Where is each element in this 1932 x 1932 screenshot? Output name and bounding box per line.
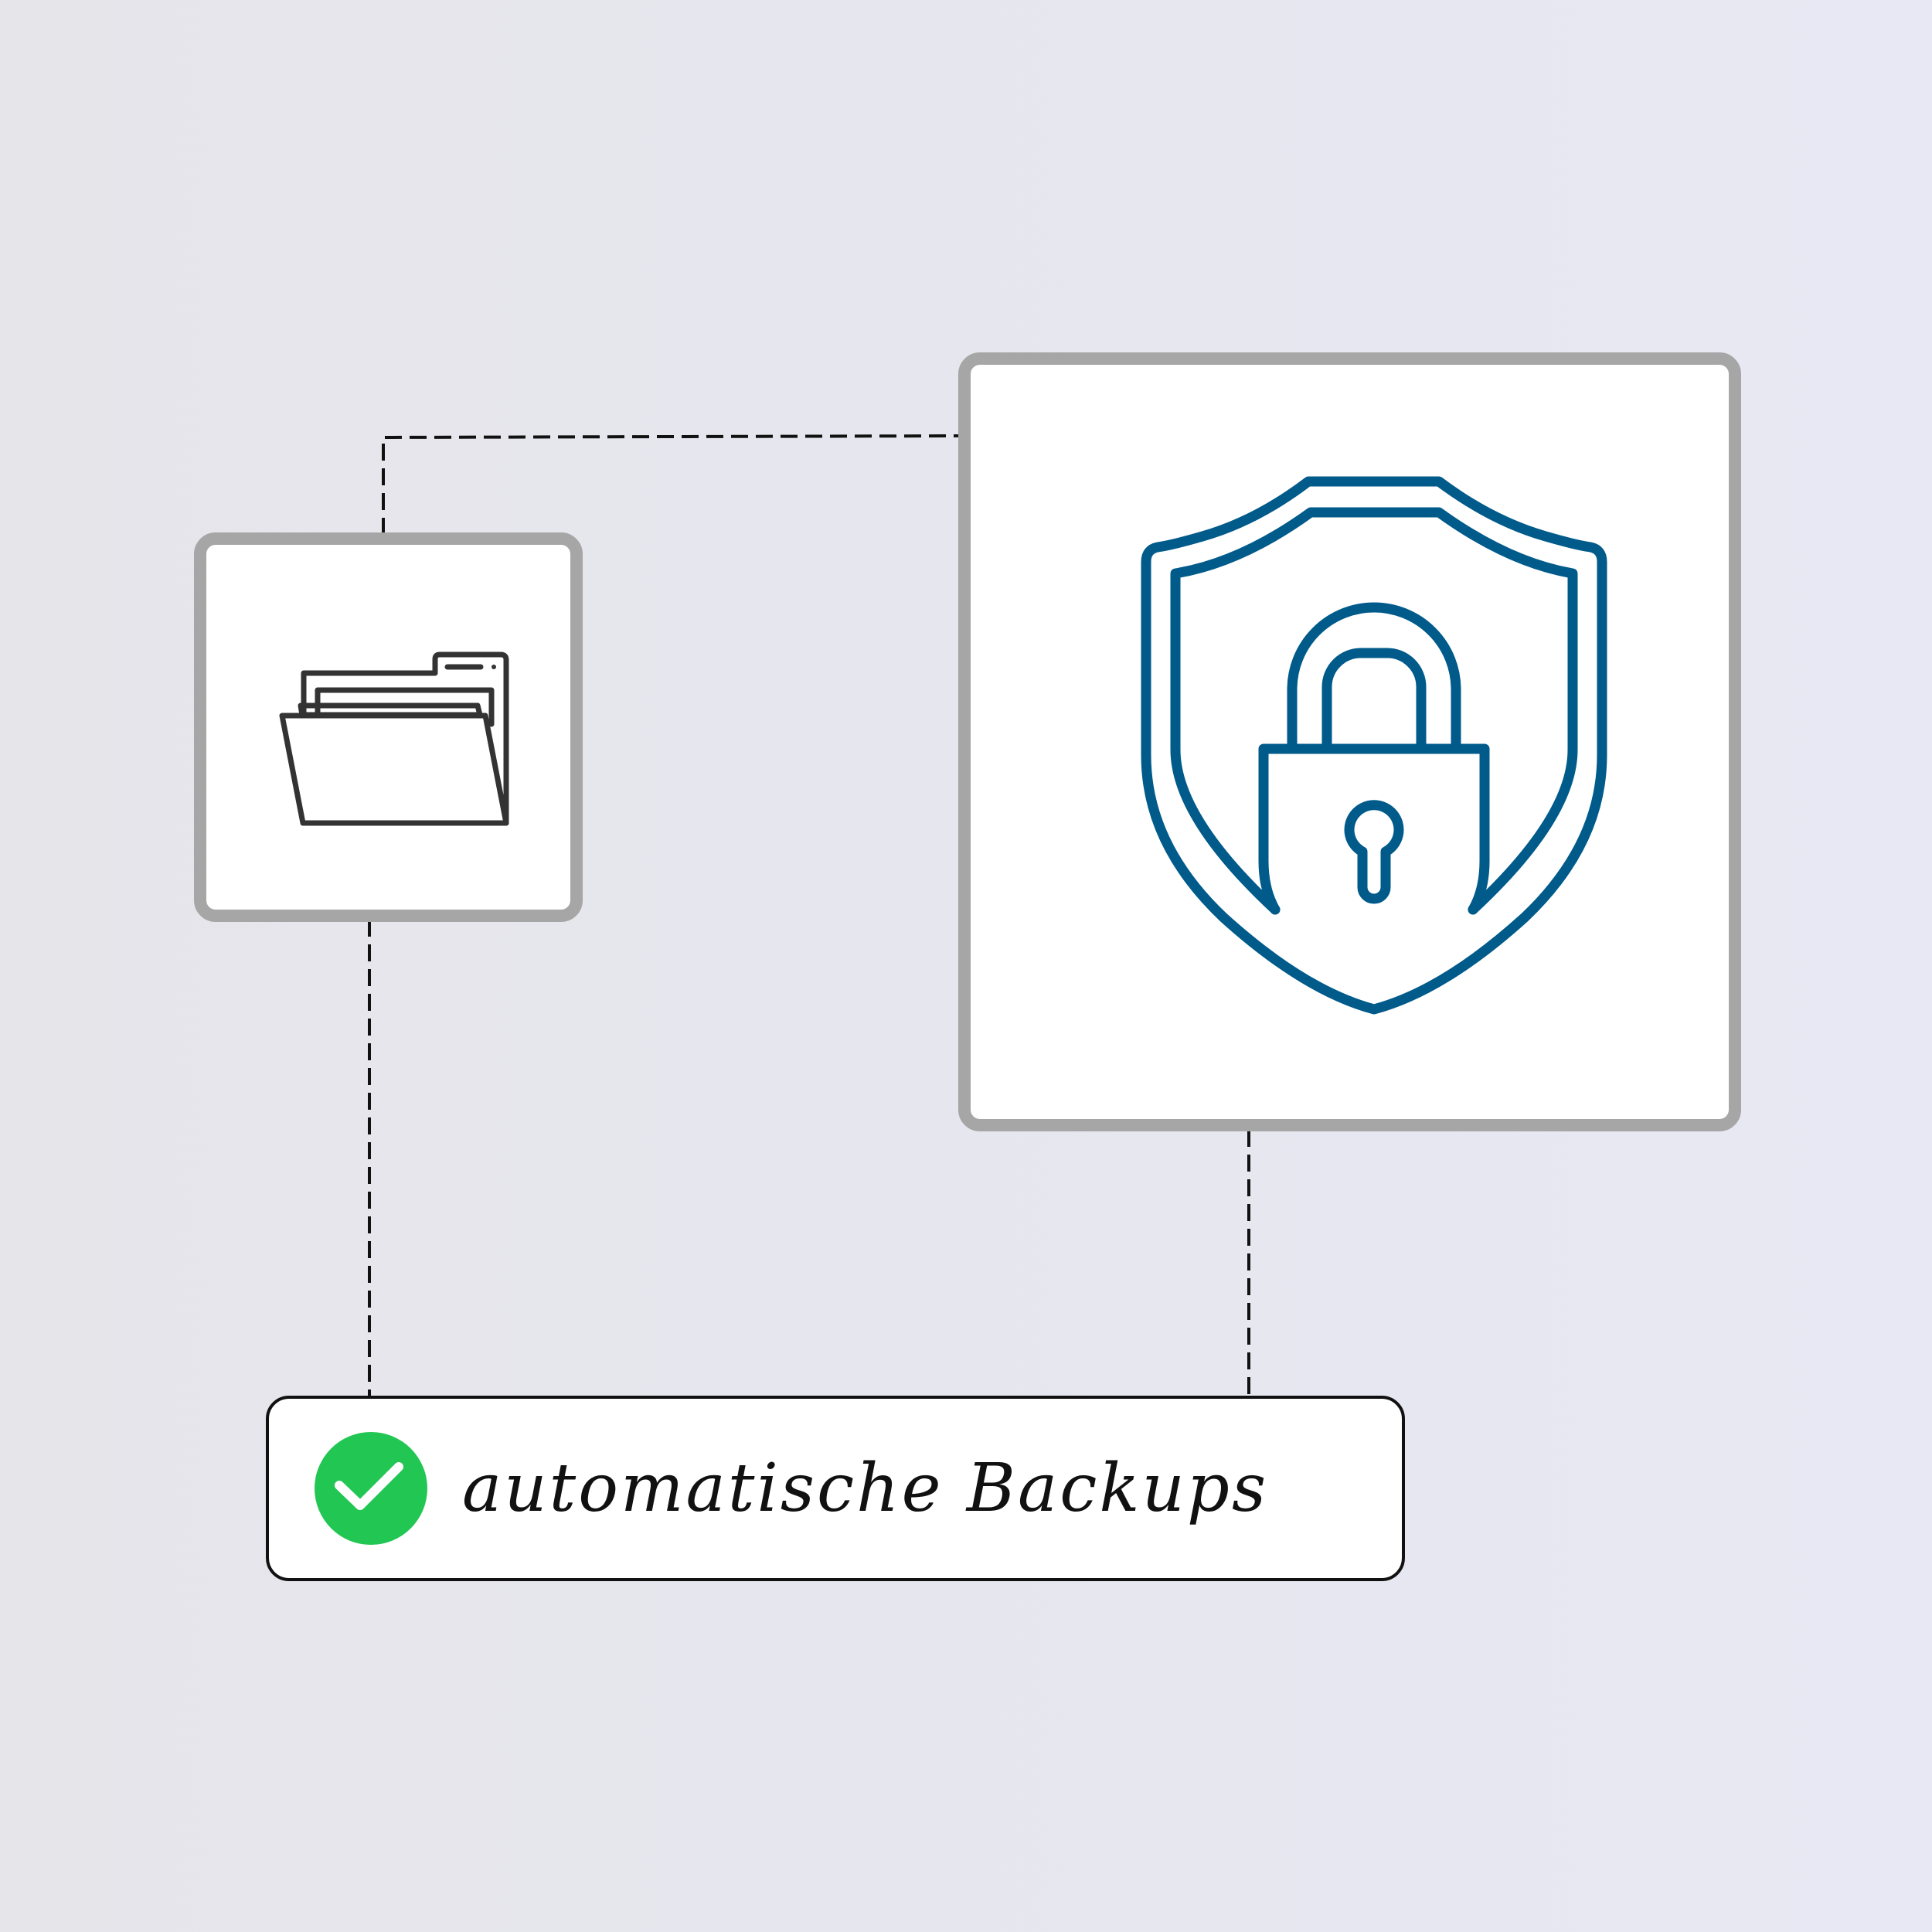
- shield-lock-icon: [1141, 476, 1607, 1015]
- backup-feature-text: automatische Backups: [462, 1450, 1269, 1527]
- folder-documents-icon: [279, 651, 509, 826]
- security-card: [958, 352, 1741, 1131]
- backup-feature-label: automatische Backups: [266, 1396, 1405, 1581]
- check-circle-icon: [315, 1432, 427, 1545]
- connector-folder-to-security: [382, 434, 962, 535]
- folder-card: [194, 532, 583, 922]
